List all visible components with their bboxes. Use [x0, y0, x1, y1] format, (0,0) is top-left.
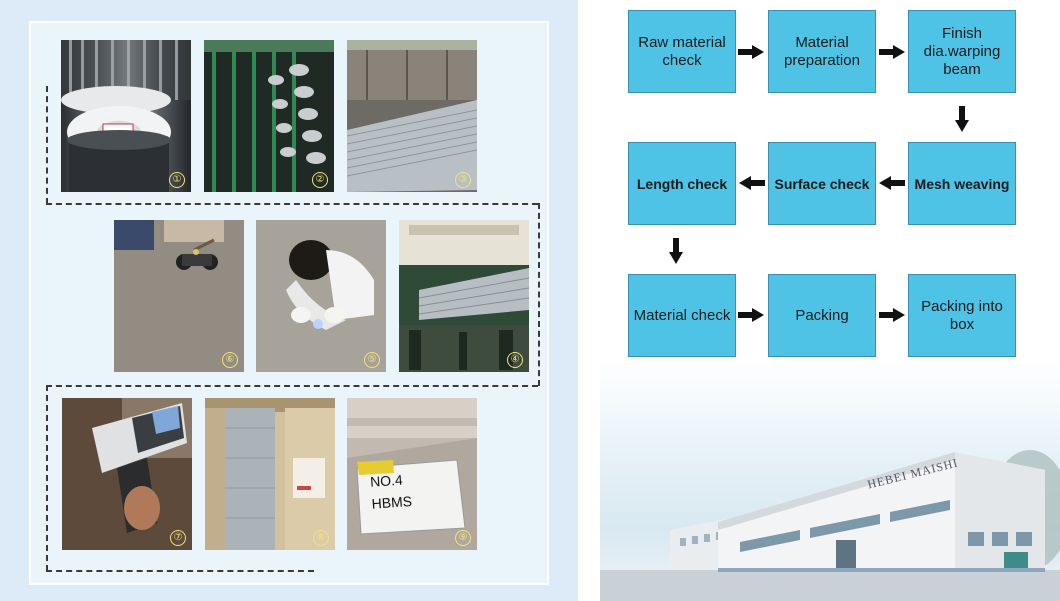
step-label: Mesh weaving	[914, 175, 1010, 192]
mesh-rolls-icon	[205, 398, 335, 550]
step-material-check: Material check	[628, 274, 736, 357]
photo-number: ③	[455, 172, 471, 188]
dashed-connector	[538, 203, 540, 386]
step-label: Length check	[636, 175, 728, 192]
wire-spools-icon	[61, 40, 191, 192]
step-label: Finish dia.warping beam	[923, 24, 1001, 78]
photo-number: ④	[507, 352, 523, 368]
step-label: Material check	[633, 306, 731, 324]
photo-packing-box: NO.4 HBMS ⑨	[347, 398, 477, 550]
step-label: Packing	[795, 306, 849, 324]
photo-number: ⑧	[313, 530, 329, 546]
photo-number: ⑤	[364, 352, 380, 368]
photo-surface-inspection: ⑤	[256, 220, 386, 372]
photo-number: ⑦	[170, 530, 186, 546]
step-packing: Packing	[768, 274, 876, 357]
arrow-right-icon	[879, 308, 905, 322]
packing-box-icon	[347, 398, 477, 550]
arrow-left-icon	[739, 176, 765, 190]
photo-length-check: ⑥	[114, 220, 244, 372]
xrf-analyzer-icon	[62, 398, 192, 550]
warping-creel-icon	[204, 40, 334, 192]
step-label: Surface check	[774, 175, 870, 192]
dashed-connector	[46, 570, 314, 572]
step-label: Packing into box	[921, 297, 1003, 333]
arrow-right-icon	[738, 308, 764, 322]
step-raw-material-check: Raw material check	[628, 10, 736, 93]
photo-mesh-rolls: ⑧	[205, 398, 335, 550]
dashed-connector	[46, 86, 48, 204]
weaving-loom-icon	[399, 220, 529, 372]
step-label: Raw material check	[638, 33, 726, 69]
photo-material-analyzer: ⑦	[62, 398, 192, 550]
step-material-preparation: Material preparation	[768, 10, 876, 93]
factory-building-icon	[600, 450, 1060, 601]
photo-warping-creel: ②	[204, 40, 334, 192]
photo-panel: ① ②	[0, 0, 578, 601]
photo-number: ②	[312, 172, 328, 188]
photo-wire-spools: ①	[61, 40, 191, 192]
box-label: NO.4 HBMS	[369, 471, 413, 512]
photo-number: ⑥	[222, 352, 238, 368]
arrow-down-icon	[955, 106, 969, 132]
photo-weaving-loom: ④	[399, 220, 529, 372]
step-packing-into-box: Packing into box	[908, 274, 1016, 357]
dashed-connector	[46, 385, 538, 387]
step-label: Material preparation	[784, 33, 860, 69]
step-surface-check: Surface check	[768, 142, 876, 225]
warp-beam-icon	[347, 40, 477, 192]
length-measure-wheel-icon	[114, 220, 244, 372]
magnifier-inspection-icon	[256, 220, 386, 372]
photo-number: ⑨	[455, 530, 471, 546]
arrow-right-icon	[738, 45, 764, 59]
step-mesh-weaving: Mesh weaving	[908, 142, 1016, 225]
dashed-connector	[46, 385, 48, 571]
arrow-right-icon	[879, 45, 905, 59]
dashed-connector	[46, 203, 538, 205]
photo-warp-beam: ③	[347, 40, 477, 192]
arrow-left-icon	[879, 176, 905, 190]
step-finish-warping-beam: Finish dia.warping beam	[908, 10, 1016, 93]
photo-number: ①	[169, 172, 185, 188]
step-length-check: Length check	[628, 142, 736, 225]
arrow-down-icon	[669, 238, 683, 264]
